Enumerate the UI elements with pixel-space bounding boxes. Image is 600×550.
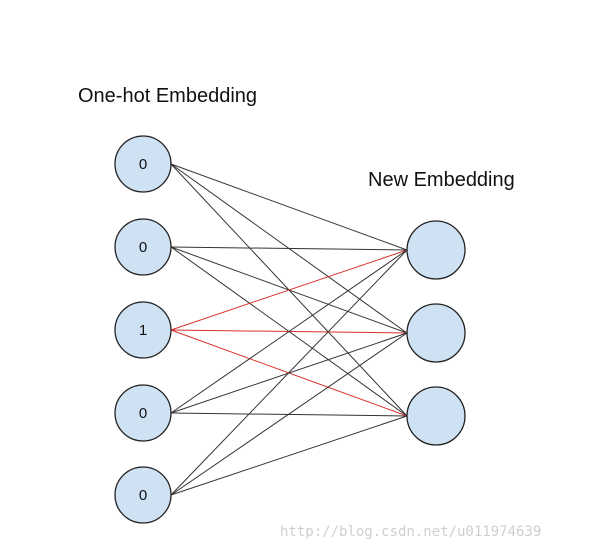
output-node bbox=[406, 220, 466, 280]
edge bbox=[170, 246, 408, 251]
watermark-text: http://blog.csdn.net/u011974639 bbox=[280, 524, 541, 540]
edge bbox=[170, 332, 408, 496]
output-layer bbox=[406, 220, 466, 446]
input-node bbox=[114, 466, 172, 524]
active-edge bbox=[170, 249, 408, 331]
input-node bbox=[114, 301, 172, 359]
input-node-value: 0 bbox=[139, 239, 147, 256]
output-node bbox=[406, 386, 466, 446]
edge bbox=[170, 249, 408, 414]
edge bbox=[170, 415, 408, 496]
input-node bbox=[114, 218, 172, 276]
input-node bbox=[114, 135, 172, 193]
input-node-value: 1 bbox=[139, 322, 147, 339]
input-node-value: 0 bbox=[139, 487, 147, 504]
edge bbox=[170, 163, 408, 251]
connection-edges bbox=[170, 163, 408, 496]
input-layer: 0 0 1 0 0 bbox=[114, 135, 172, 524]
input-layer-title: One-hot Embedding bbox=[78, 85, 257, 107]
output-node bbox=[406, 303, 466, 363]
output-layer-title: New Embedding bbox=[368, 169, 515, 191]
input-node-value: 0 bbox=[139, 156, 147, 173]
input-node bbox=[114, 384, 172, 442]
edge bbox=[170, 249, 408, 496]
input-node-value: 0 bbox=[139, 405, 147, 422]
